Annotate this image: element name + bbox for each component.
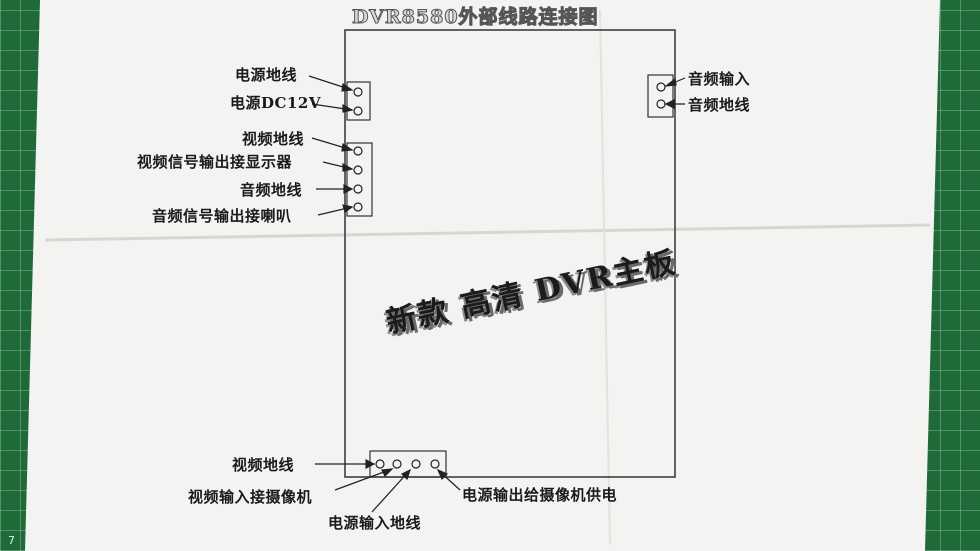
label-audio-ground-right: 音频地线 [688, 96, 751, 114]
dvr-board-outline [344, 29, 676, 478]
mat-ruler-number: 7 [8, 534, 15, 547]
connector-arrows [308, 75, 686, 513]
paper-fold-horizontal [44, 223, 931, 242]
diagram-title: DVR8580外部线路连接图 [352, 6, 599, 29]
paper-sheet [25, 0, 940, 551]
label-audio-ground: 音频地线 [240, 181, 303, 199]
label-video-ground: 视频地线 [242, 130, 305, 148]
label-power-input-ground: 电源输入地线 [328, 514, 422, 532]
label-video-output-monitor: 视频信号输出接显示器 [137, 153, 293, 171]
label-audio-output-speaker: 音频信号输出接喇叭 [152, 207, 292, 225]
power-connector-box [346, 81, 371, 121]
av-output-connector-box [346, 142, 373, 217]
paper-fold-vertical [599, 9, 611, 546]
power-ground-pin [353, 87, 363, 97]
label-power-output-camera: 电源输出给摄像机供电 [462, 486, 618, 504]
power-dc12v-pin [353, 106, 363, 116]
label-power-dc12v: 电源DC12V [230, 94, 321, 112]
audio-input-connector-box [647, 74, 674, 118]
label-audio-input: 音频输入 [688, 70, 751, 88]
label-video-input-camera: 视频输入接摄像机 [188, 488, 313, 506]
label-bottom-video-ground: 视频地线 [232, 456, 295, 474]
label-power-ground: 电源地线 [235, 66, 298, 84]
